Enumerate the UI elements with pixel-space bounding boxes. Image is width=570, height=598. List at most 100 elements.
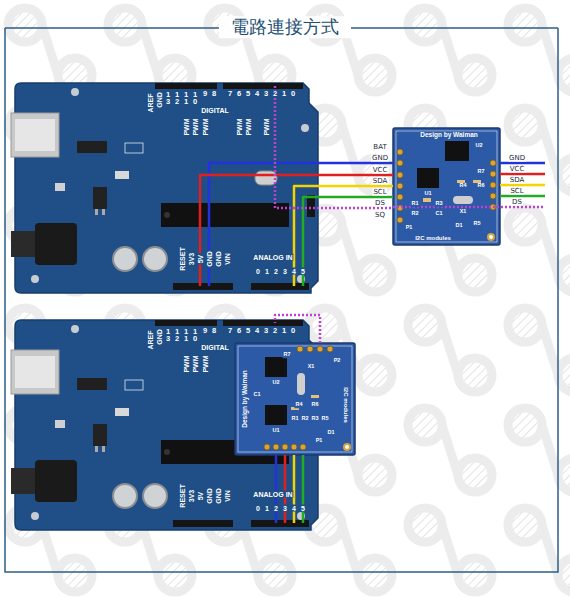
silkscreen-label: Design by Waiman (242, 369, 249, 429)
board-label: 7 (228, 90, 233, 97)
silkscreen-label: R2 (300, 416, 309, 422)
arduino-board: AREFGND131211109876543210DIGITALPWMPWMPW… (15, 83, 318, 293)
frame (5, 28, 558, 572)
board-label: 9 (203, 90, 208, 97)
board-label: 4 (291, 505, 297, 512)
pin-label: VCC (372, 167, 389, 174)
pin-label: SCL (372, 189, 387, 196)
pin-label: SDA (509, 177, 526, 184)
pin-label: VCC (509, 166, 526, 173)
board-label: 13 (166, 328, 171, 342)
module-pin-lines (500, 184, 545, 187)
board-label: PWM (192, 354, 199, 373)
diagram-title: 電路連接方式 (219, 16, 351, 38)
board-label: 6 (237, 90, 242, 97)
rtc-module (393, 128, 500, 245)
silkscreen-label: X1 (459, 209, 468, 215)
rtc-module-mounted (273, 444, 279, 450)
silkscreen-label: R6 (476, 183, 485, 189)
board-label: PWM (183, 117, 190, 136)
board-label: PWM (202, 117, 209, 136)
board-label: 5V (197, 491, 204, 502)
board-label: GND (215, 487, 222, 505)
board-label: 1 (282, 90, 287, 97)
board-label: GND (206, 250, 213, 268)
board-label: 2 (273, 505, 279, 512)
module-pin-lines (500, 173, 545, 176)
rtc-module-mounted (317, 346, 323, 352)
frame (5, 28, 558, 572)
rtc-module-mounted (343, 443, 351, 451)
wire (200, 175, 393, 286)
silkscreen-label: D1 (326, 430, 335, 436)
silkscreen-label: R1 (410, 201, 419, 207)
rtc-module-mounted (311, 395, 319, 398)
board-label: 8 (212, 327, 217, 334)
silkscreen-label: R5 (472, 221, 481, 227)
pin-label: BAT (372, 144, 387, 151)
board-label: 1 (264, 505, 270, 512)
rtc-module (490, 182, 496, 188)
rtc-module (393, 128, 500, 245)
board-label: 4 (255, 327, 260, 334)
rtc-module (489, 235, 493, 239)
rtc-module (453, 196, 473, 204)
module-pin-lines (500, 195, 545, 198)
wire (209, 163, 393, 286)
rtc-module (490, 160, 496, 166)
board-label: 5 (300, 268, 306, 275)
module-pin-lines (393, 163, 545, 207)
board-label: 8 (212, 90, 217, 97)
board-label: PWM (202, 354, 209, 373)
rtc-module (423, 198, 431, 202)
silkscreen-label: U2 (271, 380, 280, 386)
board-label: PWM (245, 117, 252, 136)
silkscreen-label: U1 (423, 191, 432, 197)
board-label: ANALOG IN (252, 254, 293, 261)
rtc-module-mounted (264, 444, 270, 450)
board-label: 3 (264, 90, 269, 97)
rtc-module-mounted (291, 444, 297, 450)
board-label: 0 (255, 505, 261, 512)
silkscreen-label: R3 (434, 201, 443, 207)
rtc-module (490, 193, 496, 199)
board-label: 3V3 (188, 252, 195, 266)
board-label: GND (215, 250, 222, 268)
rtc-module (397, 149, 496, 223)
rtc-module-mounted (265, 357, 287, 377)
board-label: ANALOG IN (252, 491, 293, 498)
rtc-module-mounted (327, 346, 333, 352)
silkscreen-label: I2C modules (414, 235, 452, 241)
silkscreen-label: R2 (410, 211, 419, 217)
board-label: 4 (291, 268, 297, 275)
board-label: 9 (203, 327, 208, 334)
board-part (11, 83, 318, 293)
silkscreen-label: C1 (252, 392, 261, 398)
rtc-module (445, 141, 469, 161)
board-label: 3V3 (188, 489, 195, 503)
board-label: DIGITAL (200, 344, 229, 351)
silkscreen-label: P2 (333, 358, 342, 364)
rtc-module-mounted (307, 346, 313, 352)
board-label: 7 (228, 327, 233, 334)
rtc-module-mounted (238, 346, 352, 452)
i2c-module: Design by WaimanBATGNDVCCSDASCLDSSQGNDVC… (393, 128, 500, 245)
board-label: 4 (255, 90, 260, 97)
board-label: GND (156, 91, 163, 109)
pin-label: GND (371, 155, 389, 162)
rtc-module (417, 168, 439, 188)
silkscreen-label: P1 (405, 225, 414, 231)
board-label: 12 (175, 91, 180, 105)
silkscreen-label: R4 (294, 402, 303, 408)
board-label: 1 (264, 268, 270, 275)
board-label: VIN (224, 489, 231, 503)
rtc-module (397, 149, 403, 155)
board-label: 13 (166, 91, 171, 105)
i2c-module: Design by WaimanI2C modulesU2U1X1R7R4R6R… (235, 343, 355, 455)
board-label: 3 (264, 327, 269, 334)
board-label: PWM (263, 117, 270, 136)
board-label: 5V (197, 254, 204, 265)
silkscreen-label: R6 (310, 402, 319, 408)
